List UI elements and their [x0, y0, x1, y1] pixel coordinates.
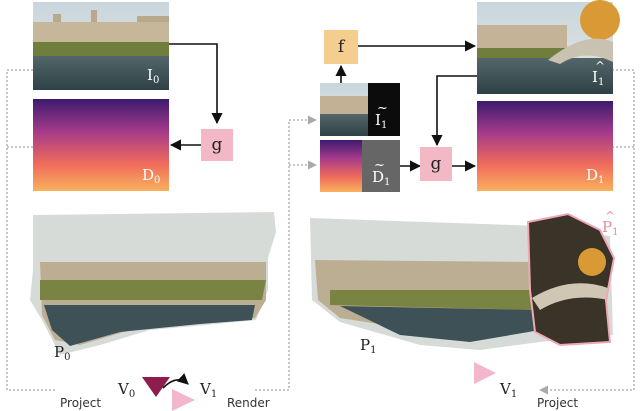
- box-g-left: g: [201, 129, 233, 161]
- point-cloud-p1: [310, 212, 616, 350]
- camera-v1-right-icon: [474, 362, 496, 384]
- box-g-right: g: [420, 147, 452, 181]
- label-render: Render: [227, 396, 270, 410]
- point-cloud-p0: [30, 212, 276, 355]
- depth-map-d0: [33, 99, 169, 191]
- camera-v1-icon: [172, 389, 195, 411]
- label-d0: D0: [142, 166, 161, 186]
- p1-hat-outline: [526, 212, 616, 347]
- label-d1: D1: [586, 166, 605, 186]
- label-d1-tilde: ~D1: [372, 158, 391, 188]
- camera-motion-arrow: [162, 373, 189, 389]
- photo-i1-hat: [477, 0, 620, 94]
- label-v1-right: V1: [500, 380, 518, 400]
- dotted-connectors: [6, 69, 635, 395]
- photo-i0: [33, 2, 169, 90]
- label-p1: P1: [360, 336, 377, 356]
- label-project-left: Project: [60, 396, 102, 410]
- depth-map-d1: [477, 101, 613, 191]
- photo-i1-tilde: [320, 83, 400, 136]
- label-i1-tilde: ~I1: [375, 101, 388, 131]
- label-project-right: Project: [537, 396, 579, 410]
- depth-map-d1-tilde: [320, 140, 400, 192]
- flow-arrows: [169, 40, 477, 172]
- box-f: f: [324, 30, 358, 64]
- label-v1: V1: [200, 380, 218, 400]
- label-p0: P0: [54, 343, 71, 363]
- label-i1-hat: ^I1: [592, 59, 606, 88]
- camera-v0-icon: [142, 377, 170, 397]
- label-v0: V0: [118, 380, 136, 400]
- label-p1-hat: ^P1: [602, 209, 619, 238]
- label-i0: I0: [147, 66, 160, 86]
